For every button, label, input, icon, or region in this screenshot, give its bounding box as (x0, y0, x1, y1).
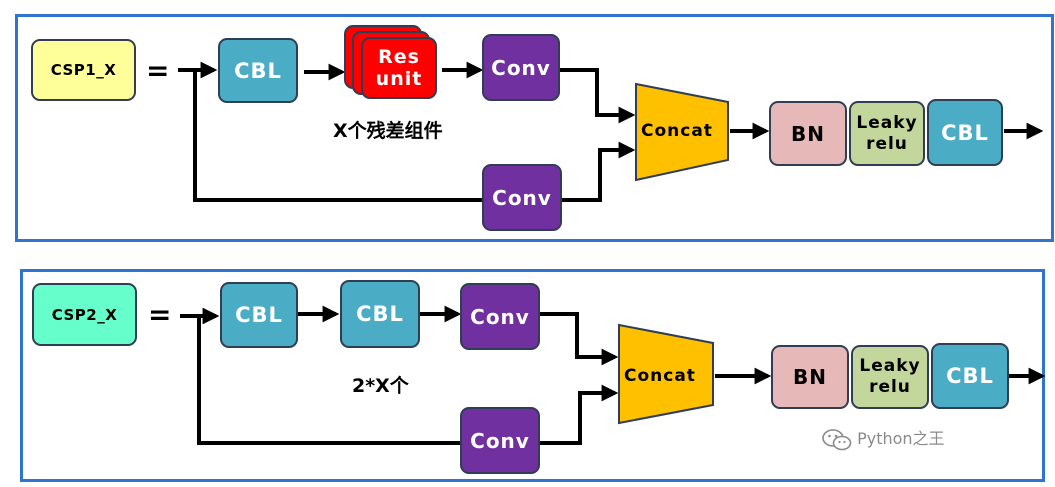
watermark-text: Python之王 (857, 429, 945, 448)
csp1-conv-bottom-label: Conv (492, 185, 552, 210)
csp2-leaky-relu-block: Leaky relu (851, 345, 929, 409)
csp1-name-text: CSP1_X (50, 61, 117, 79)
csp1-conv-top-block: Conv (482, 34, 560, 101)
wechat-icon (822, 428, 852, 450)
csp1-res-unit-label: Res unit (375, 46, 423, 90)
csp1-cbl-output-label: CBL (941, 120, 989, 145)
csp2-conv-top-label: Conv (470, 304, 530, 329)
csp2-conv-bottom-label: Conv (470, 428, 530, 453)
csp2-cbl1-block: CBL (220, 282, 298, 348)
csp2-cbl-output-block: CBL (931, 343, 1009, 409)
csp2-conv-bottom-block: Conv (460, 407, 540, 474)
csp1-concat-label: Concat (641, 121, 713, 141)
csp2-cbl2-block: CBL (340, 280, 420, 348)
csp1-bn-label: BN (791, 121, 825, 146)
csp1-cbl-output-block: CBL (927, 99, 1003, 166)
csp2-concat-block (618, 323, 714, 425)
csp2-bn-block: BN (771, 345, 849, 409)
csp2-cbl2-label: CBL (356, 302, 404, 326)
csp2-bypass-line (197, 316, 460, 445)
csp2-leaky-relu-label: Leaky relu (859, 356, 921, 397)
csp2-name-label: CSP2_X (32, 283, 137, 346)
csp1-bn-block: BN (769, 101, 847, 166)
csp2-conv-bottom-to-concat-arrow (540, 384, 619, 445)
csp1-conv-top-to-concat-arrow (560, 68, 636, 124)
csp1-concat-block (635, 82, 729, 182)
csp1-leaky-relu-label: Leaky relu (856, 112, 918, 154)
csp1-cbl-block: CBL (218, 38, 298, 103)
csp2-cbl-output-label: CBL (946, 364, 994, 388)
csp2-caption: 2*X个 (352, 375, 409, 397)
csp1-leaky-relu-block: Leaky relu (849, 101, 925, 166)
csp1-res-unit-block: Res unit (361, 37, 437, 99)
csp2-conv-top-block: Conv (460, 283, 540, 350)
csp1-bypass-line (193, 70, 482, 202)
csp2-equals-sign: = (148, 298, 172, 331)
csp1-conv-bottom-to-concat-arrow (562, 141, 636, 202)
csp1-conv-bottom-block: Conv (482, 164, 562, 231)
csp1-cbl-label: CBL (234, 58, 282, 83)
csp2-concat-label: Concat (624, 366, 696, 386)
csp2-conv-top-to-concat-arrow (540, 312, 619, 366)
csp1-conv-top-label: Conv (491, 55, 551, 80)
csp2-cbl1-label: CBL (235, 303, 283, 327)
csp1-res-caption: X个残差组件 (333, 120, 443, 142)
csp1-equals-sign: = (146, 54, 170, 87)
csp2-name-text: CSP2_X (51, 305, 118, 324)
csp2-bn-label: BN (793, 365, 827, 389)
csp1-name-label: CSP1_X (31, 39, 136, 101)
watermark: Python之王 (822, 425, 945, 451)
